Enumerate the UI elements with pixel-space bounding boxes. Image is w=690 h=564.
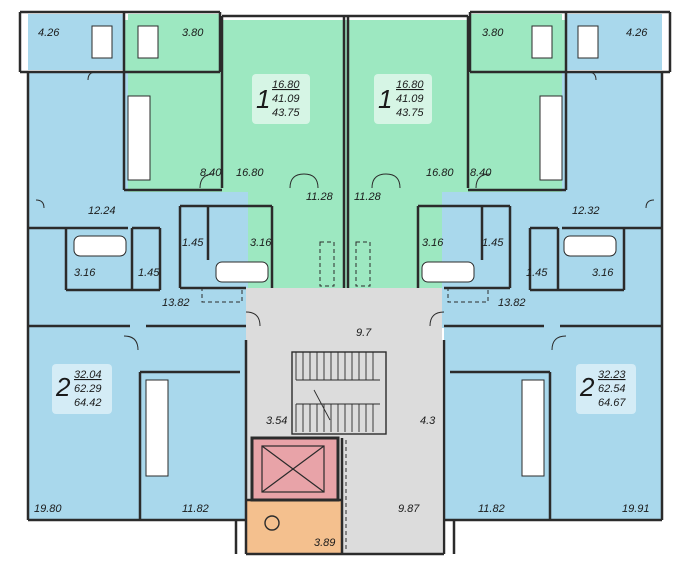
label-bath-right-a: 3.16 (422, 237, 444, 249)
apt2-right-bottom (444, 326, 662, 520)
label-bedroom-right: 12.32 (572, 205, 600, 217)
apt-area: 62.54 (598, 383, 626, 395)
label-hall-left: 11.28 (306, 191, 334, 203)
label-room-bottom-left: 19.80 (34, 503, 62, 515)
apt-rooms: 1 (378, 84, 392, 114)
apartment-tags: 1 16.80 41.09 43.75 1 16.80 41.09 43.75 … (52, 74, 636, 414)
fixtures (73, 25, 617, 477)
apt2-left-corr (128, 192, 248, 328)
label-bath2-right-b: 3.16 (592, 267, 614, 279)
apt-total-area: 43.75 (396, 107, 424, 119)
doors (35, 71, 655, 351)
apt-tag-bottom-right: 2 32.23 62.54 64.67 (576, 364, 636, 414)
label-corridor-left: 13.82 (162, 297, 190, 309)
stair-treads (295, 352, 380, 432)
label-kitchen-left: 8.40 (200, 167, 222, 179)
fills (28, 14, 662, 554)
label-balcony-left: 3.80 (182, 27, 204, 39)
room-labels: 4.26 3.80 3.80 4.26 8.40 16.80 11.28 11.… (34, 27, 650, 549)
apt-area: 41.09 (396, 93, 424, 105)
apt-living-area: 16.80 (396, 79, 424, 91)
label-balcony-far-right: 4.26 (626, 27, 648, 39)
label-bath2-left-a: 3.16 (74, 267, 96, 279)
label-balcony-right: 3.80 (482, 27, 504, 39)
label-kitchen-right: 8.40 (470, 167, 492, 179)
apt-area: 41.09 (272, 93, 300, 105)
label-kitchen-bottom-right: 11.82 (478, 503, 505, 515)
label-room-bottom-right: 19.91 (622, 503, 650, 515)
label-corridor-right: 13.82 (498, 297, 526, 309)
label-kitchen-bottom-left: 11.82 (182, 503, 209, 515)
label-bath-left-a: 1.45 (182, 237, 204, 249)
label-lobby-bottom: 9.87 (398, 503, 420, 515)
utility-shaft-icon (264, 515, 280, 531)
label-bath-left-b: 3.16 (250, 237, 272, 249)
label-lobby-side: 4.3 (420, 415, 436, 427)
label-bath2-right-a: 1.45 (526, 267, 548, 279)
apt-living-area: 32.04 (74, 369, 102, 381)
apt-area: 62.29 (74, 383, 102, 395)
label-bath2-left-b: 1.45 (138, 267, 160, 279)
label-room-right: 16.80 (426, 167, 454, 179)
apt2-left-top (28, 72, 128, 328)
apt-living-area: 16.80 (272, 79, 300, 91)
apt2-left-bottom (28, 326, 246, 520)
label-hall-right: 11.28 (354, 191, 382, 203)
apt-total-area: 64.42 (74, 397, 102, 409)
label-utility: 3.89 (314, 537, 335, 549)
built-ins (201, 241, 489, 550)
apt-tag-top-left: 1 16.80 41.09 43.75 (252, 74, 310, 124)
label-room-left: 16.80 (236, 167, 264, 179)
lift-fill (252, 438, 338, 500)
apt-tag-bottom-left: 2 32.04 62.29 64.42 (52, 364, 112, 414)
label-balcony-far-left: 4.26 (38, 27, 60, 39)
walls (18, 10, 672, 556)
lobby-fill (246, 288, 442, 340)
apt2-right-corr (442, 192, 562, 328)
apt-tag-top-right: 1 16.80 41.09 43.75 (374, 74, 432, 124)
label-stair: 3.54 (266, 415, 287, 427)
utility-fill (246, 500, 342, 554)
apt-living-area: 32.23 (598, 369, 626, 381)
apt-rooms: 1 (256, 84, 270, 114)
apt-rooms: 2 (55, 372, 71, 402)
label-lobby: 9.7 (356, 327, 372, 339)
label-bath-right-b: 1.45 (482, 237, 504, 249)
apt-rooms: 2 (579, 372, 595, 402)
apt-total-area: 43.75 (272, 107, 300, 119)
lift-cab (261, 445, 325, 493)
label-bedroom-left: 12.24 (88, 205, 116, 217)
apt2-right-top (562, 72, 662, 328)
apt-total-area: 64.67 (598, 397, 626, 409)
